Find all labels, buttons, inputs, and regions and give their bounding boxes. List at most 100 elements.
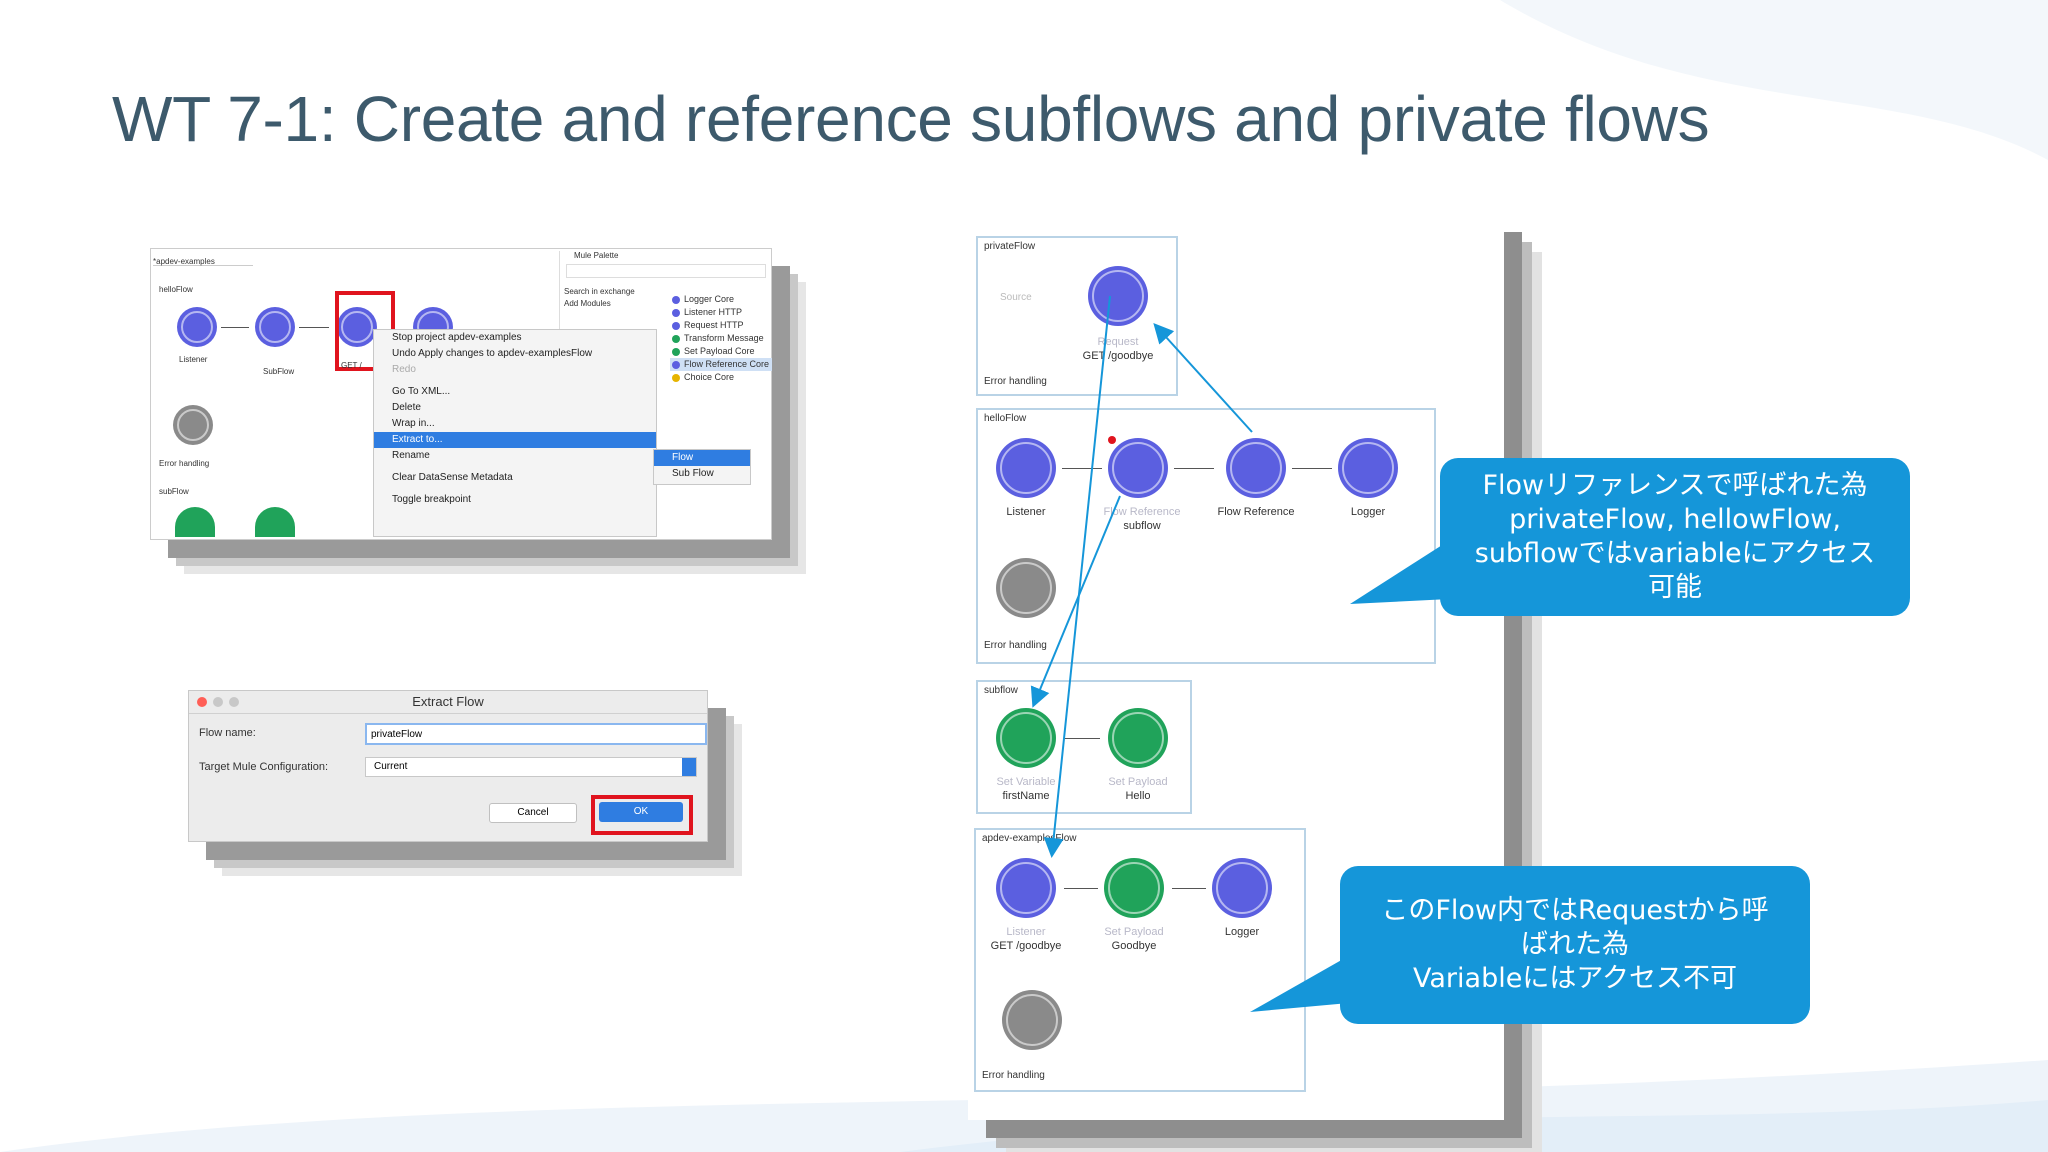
cancel-button[interactable]: Cancel <box>489 803 577 823</box>
flow-name-input[interactable] <box>365 723 707 745</box>
menu-item-toggle-breakpoint[interactable]: Toggle breakpoint <box>392 494 471 505</box>
listener-node[interactable] <box>996 438 1056 498</box>
flow-arrow <box>1172 888 1206 889</box>
flow-arrow <box>1292 468 1332 469</box>
palette-search-exchange[interactable]: Search in exchange <box>564 287 635 296</box>
listener-node[interactable] <box>996 858 1056 918</box>
palette-item[interactable]: Transform Message <box>670 332 772 345</box>
request-node[interactable] <box>1088 266 1148 326</box>
menu-item-clear-metadata[interactable]: Clear DataSense Metadata <box>392 472 513 483</box>
flow-reference-node[interactable] <box>1226 438 1286 498</box>
palette-tab[interactable]: Mule Palette <box>574 251 619 260</box>
flow-arrow <box>1064 888 1098 889</box>
dialog-titlebar: Extract Flow <box>189 691 707 714</box>
private-flow-source: Source <box>1000 292 1032 303</box>
set-payload-label: Goodbye <box>1111 940 1157 952</box>
flow-reference-caption: Flow Reference <box>1103 506 1181 518</box>
palette-item[interactable]: Choice Core <box>670 371 772 384</box>
request-label: GET /goodbye <box>1082 350 1154 362</box>
callout-line: このFlow内ではRequestから呼 <box>1381 895 1769 926</box>
target-config-value: Current <box>374 761 408 772</box>
menu-item-delete[interactable]: Delete <box>392 402 421 413</box>
set-variable-node[interactable] <box>175 507 215 537</box>
private-flow-box: privateFlow Source Request GET /goodbye … <box>976 236 1178 396</box>
reference-arrows <box>1030 295 1253 858</box>
main-flow-box: apdev-examplesFlow Listener GET /goodbye… <box>974 828 1306 1092</box>
palette-item[interactable]: Request HTTP <box>670 319 772 332</box>
flow-reference-label: SubFlow <box>263 367 295 376</box>
callout-line: Variableにはアクセス不可 <box>1413 963 1737 994</box>
subflow-title: subflow <box>984 685 1018 696</box>
flow-arrow <box>1174 468 1214 469</box>
zoom-window-icon[interactable] <box>229 697 239 707</box>
menu-item-wrap-in[interactable]: Wrap in... <box>392 418 435 429</box>
flow-reference-node[interactable] <box>255 307 295 347</box>
target-config-label: Target Mule Configuration: <box>199 761 329 773</box>
palette-item[interactable]: Listener HTTP <box>670 306 772 319</box>
close-window-icon[interactable] <box>197 697 207 707</box>
logger-node[interactable] <box>1338 438 1398 498</box>
request-node[interactable] <box>337 307 377 347</box>
menu-item-rename[interactable]: Rename <box>392 450 430 461</box>
palette-search[interactable] <box>566 264 766 278</box>
flow-reference-label: Flow Reference <box>1217 506 1295 518</box>
palette-add-modules[interactable]: Add Modules <box>564 299 611 308</box>
listener-label: Listener <box>179 355 208 364</box>
listener-path-label: GET /goodbye <box>990 940 1062 952</box>
private-flow-error: Error handling <box>984 376 1047 387</box>
callout-line: privateFlow, hellowFlow, <box>1509 504 1841 535</box>
flow-arrow <box>1064 738 1100 739</box>
error-handler-node[interactable] <box>1002 990 1062 1050</box>
callout-line: 可能 <box>1648 572 1702 603</box>
set-variable-label: firstName <box>1002 790 1050 802</box>
listener-label: Listener <box>1006 506 1046 518</box>
palette-item[interactable]: Flow Reference Core <box>670 358 772 371</box>
submenu-item-flow[interactable]: Flow <box>654 450 750 466</box>
dialog-title: Extract Flow <box>412 694 484 709</box>
minimize-window-icon[interactable] <box>213 697 223 707</box>
callout-not-accessible: このFlow内ではRequestから呼 ばれた為 Variableにはアクセス不… <box>1340 866 1810 1024</box>
target-config-select[interactable]: Current <box>365 757 697 777</box>
menu-item-undo[interactable]: Undo Apply changes to apdev-examplesFlow <box>392 348 593 359</box>
set-payload-node[interactable] <box>1108 708 1168 768</box>
callout-line: subflowではvariableにアクセス <box>1474 538 1876 569</box>
set-payload-node[interactable] <box>1104 858 1164 918</box>
menu-item-redo[interactable]: Redo <box>392 364 416 375</box>
flow-arrow <box>299 327 329 328</box>
ok-button[interactable]: OK <box>599 802 683 822</box>
palette-item[interactable]: Logger Core <box>670 293 772 306</box>
hello-flow-error: Error handling <box>984 640 1047 651</box>
flow-reference-subflow-node[interactable] <box>1108 438 1168 498</box>
editor-tab[interactable]: *apdev-examples <box>153 251 253 266</box>
menu-item-extract-to[interactable]: Extract to... <box>374 432 656 448</box>
error-handler-node[interactable] <box>996 558 1056 618</box>
palette-item[interactable]: Set Payload Core <box>670 345 772 358</box>
select-arrows-icon <box>682 758 696 776</box>
logger-node[interactable] <box>1212 858 1272 918</box>
error-node[interactable] <box>173 405 213 445</box>
studio-screenshot: *apdev-examples Mule Palette Search in e… <box>150 248 772 540</box>
submenu-item-subflow[interactable]: Sub Flow <box>672 468 714 479</box>
extract-flow-dialog: Extract Flow Flow name: Target Mule Conf… <box>188 690 708 842</box>
ok-button-highlight <box>591 795 693 835</box>
set-payload-label: Hello <box>1125 790 1151 802</box>
menu-item-go-to-xml[interactable]: Go To XML... <box>392 386 451 397</box>
set-payload-caption: Set Payload <box>1108 776 1168 788</box>
request-caption: Request <box>1097 336 1139 348</box>
subflow-box: subflow Set Variable firstName Set Paylo… <box>976 680 1192 814</box>
private-flow-title: privateFlow <box>984 241 1036 252</box>
callout-line: ばれた為 <box>1521 929 1629 960</box>
request-partial-label: GET / <box>341 361 362 370</box>
set-variable-caption: Set Variable <box>996 776 1056 788</box>
extract-submenu: Flow Sub Flow <box>653 449 751 485</box>
logger-label: Logger <box>1350 506 1386 518</box>
hello-flow-title: helloFlow <box>159 285 193 294</box>
palette-list: Logger Core Listener HTTP Request HTTP T… <box>670 293 772 384</box>
set-variable-node[interactable] <box>996 708 1056 768</box>
menu-item-stop[interactable]: Stop project apdev-examples <box>392 332 522 343</box>
main-flow-error: Error handling <box>982 1070 1045 1081</box>
listener-node[interactable] <box>177 307 217 347</box>
callout-line: Flowリファレンスで呼ばれた為 <box>1482 470 1868 501</box>
flow-arrow <box>1062 468 1102 469</box>
set-payload-node[interactable] <box>255 507 295 537</box>
